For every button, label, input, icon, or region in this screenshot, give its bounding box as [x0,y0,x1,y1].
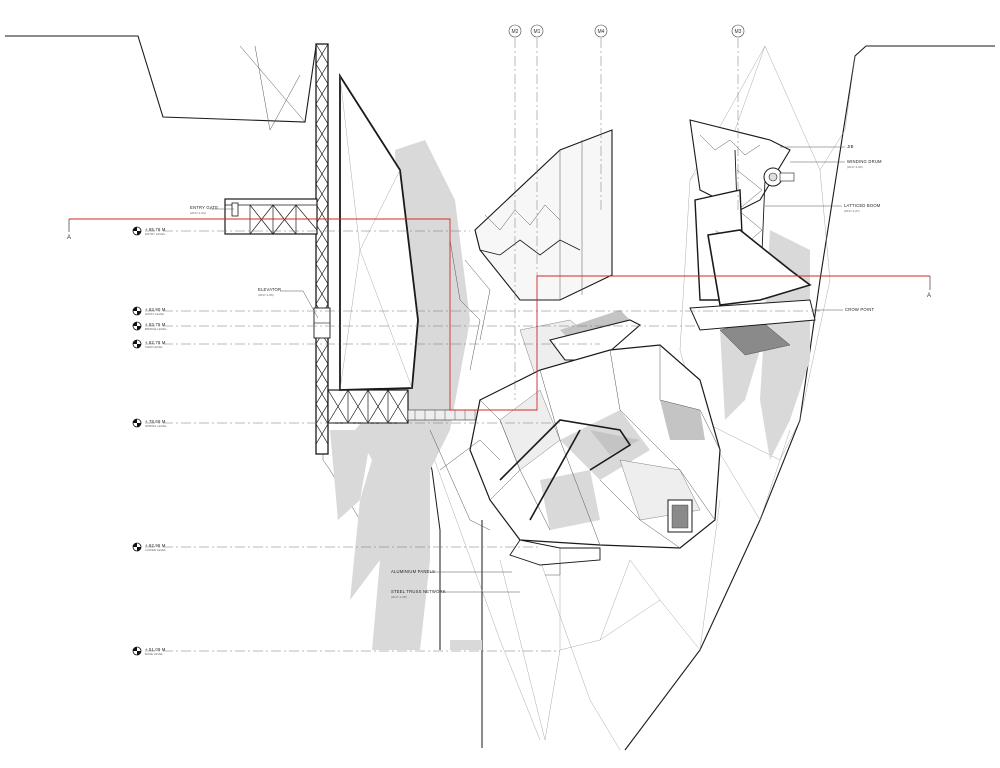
upper-truss-frame [449,129,641,381]
callout-latticed-boom: LATTICED BOOM (2017-1-07) [765,203,881,213]
svg-text:+ 51.09 M: + 51.09 M [145,647,166,652]
svg-text:ALUMINIUM PANELS: ALUMINIUM PANELS [391,569,435,574]
callout-entry-gate: ENTRY GATE (2017-1-04) [190,205,234,215]
svg-text:ENTRY LEVEL: ENTRY LEVEL [145,232,166,236]
svg-text:(2017-1-07): (2017-1-07) [844,209,860,213]
faceted-panel [339,72,419,391]
grid-marker-m3: M3 [731,24,745,38]
svg-text:CROW POINT: CROW POINT [845,307,874,312]
level-marker: + 82.78 M VIEW LEVEL [132,339,166,349]
callout-aluminium-panels: ALUMINIUM PANELS [391,569,512,574]
grid-marker-m2: M2 [508,24,522,38]
svg-text:ELEVATOR: ELEVATOR [258,287,281,292]
svg-text:M2: M2 [512,29,519,35]
lower-bridge [327,389,489,424]
lattice-tower [313,43,331,455]
level-marker: + 93.75 M BRIDGE LEVEL [132,321,167,331]
grid-marker-m4: M4 [594,24,608,38]
svg-text:(2017-1-08): (2017-1-08) [391,595,407,599]
crane-assembly [689,119,816,356]
svg-text:(2017-1-05): (2017-1-05) [258,293,274,297]
svg-text:+ 93.75 M: + 93.75 M [145,322,166,327]
grid-marker-m1: M1 [530,24,544,38]
svg-text:(2017-1-06): (2017-1-06) [847,165,863,169]
svg-text:HOIST LEVEL: HOIST LEVEL [145,312,165,316]
svg-text:BRIDGE LEVEL: BRIDGE LEVEL [145,327,167,331]
section-marker-left: A [67,235,71,241]
svg-text:SPRING LEVEL: SPRING LEVEL [145,424,167,428]
level-marker: + 95.78 M ENTRY LEVEL [132,226,166,236]
svg-text:M1: M1 [534,29,541,35]
svg-text:ENTRY GATE: ENTRY GATE [190,205,218,210]
level-marker: + 84.90 M HOIST LEVEL [132,306,166,316]
svg-text:+ 62.96 M: + 62.96 M [145,543,166,548]
callout-jib: JIB [780,144,854,149]
level-marker: + 62.96 M LOWER LEVEL [132,542,167,552]
svg-text:LATTICED BOOM: LATTICED BOOM [844,203,881,208]
level-marker: + 78.69 M SPRING LEVEL [132,418,167,428]
svg-text:+ 78.69 M: + 78.69 M [145,419,166,424]
svg-text:JIB: JIB [847,144,854,149]
callout-elevator: ELEVATOR (2017-1-05) [258,287,319,319]
svg-text:VIEW LEVEL: VIEW LEVEL [145,345,163,349]
callout-steel-truss: STEEL TRUSS NETWORK (2017-1-08) [391,589,520,599]
callout-winding-drum: WINDING DRUM (2017-1-06) [790,159,882,169]
svg-text:+ 84.90 M: + 84.90 M [145,307,166,312]
svg-text:M3: M3 [735,29,742,35]
svg-text:STEEL TRUSS NETWORK: STEEL TRUSS NETWORK [391,589,446,594]
section-marker-right: A [927,293,931,299]
svg-text:BASE LEVEL: BASE LEVEL [145,652,164,656]
lower-volume [429,344,721,576]
svg-text:(2017-1-04): (2017-1-04) [190,211,206,215]
level-marker: + 51.09 M BASE LEVEL [132,646,166,656]
svg-text:LOWER LEVEL: LOWER LEVEL [145,548,167,552]
callout-crow-point: CROW POINT [812,307,874,312]
svg-text:M4: M4 [598,29,605,35]
entry-bridge [224,198,318,235]
svg-text:WINDING DRUM: WINDING DRUM [847,159,882,164]
svg-text:+ 95.78 M: + 95.78 M [145,227,166,232]
section-line-a-a: A A [67,218,931,411]
level-lines [145,230,820,652]
svg-text:+ 82.78 M: + 82.78 M [145,340,166,345]
